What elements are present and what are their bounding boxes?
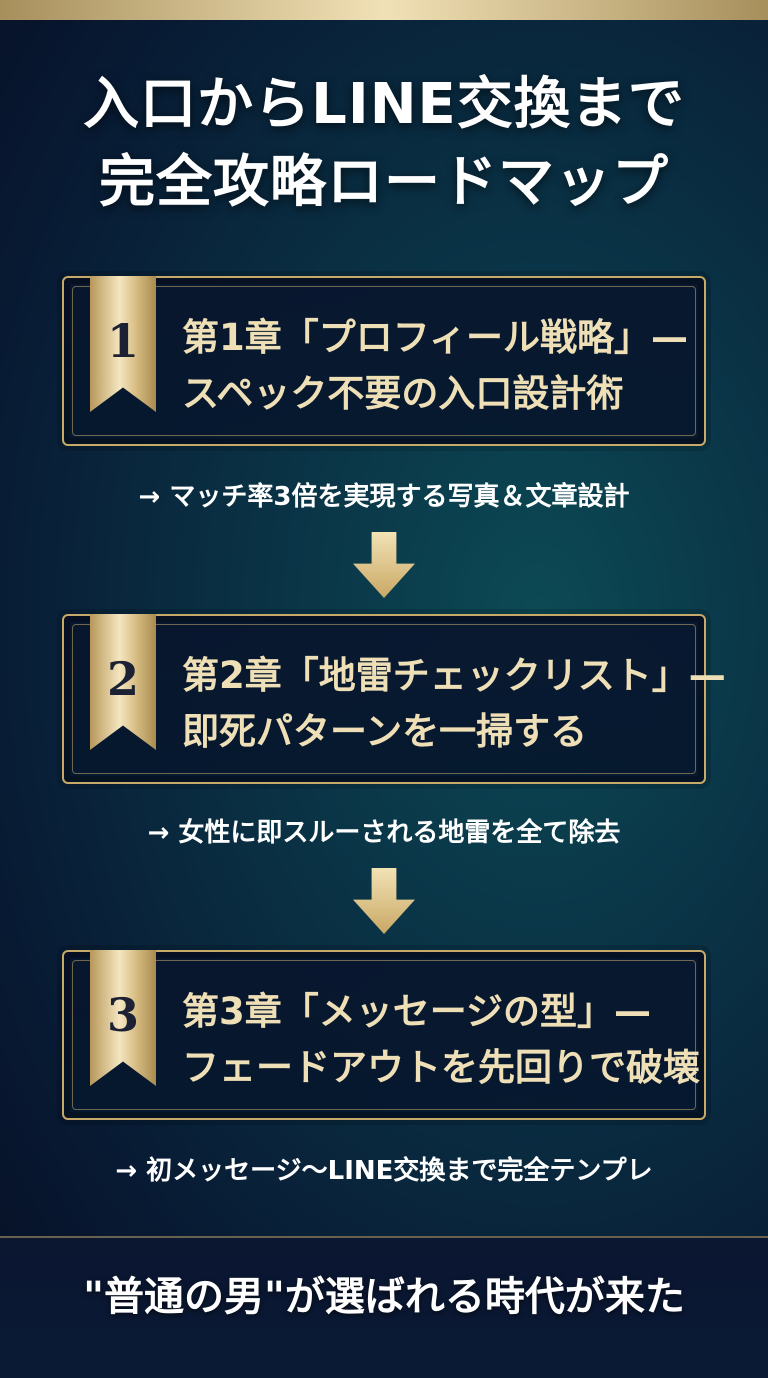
down-arrow-icon	[353, 532, 415, 598]
ribbon-badge-icon: 3	[90, 950, 156, 1086]
ribbon-badge-icon: 1	[90, 276, 156, 412]
chapter-number: 1	[106, 314, 139, 368]
chapter-title-line-1: 第1章「プロフィール戦略」—	[182, 316, 689, 359]
chapter-note-3: → 初メッセージ〜LINE交換まで完全テンプレ	[115, 1156, 653, 1186]
chapter-note-2: → 女性に即スルーされる地雷を全て除去	[147, 818, 621, 848]
ribbon-badge-icon: 2	[90, 614, 156, 750]
chapter-title-line-1: 第3章「メッセージの型」—	[182, 990, 652, 1033]
chapter-card-1: 1 第1章「プロフィール戦略」— スペック不要の入口設計術	[62, 276, 706, 446]
chapter-title-line-2: フェードアウトを先回りで破壊	[182, 1046, 700, 1089]
chapter-title-line-2: 即死パターンを一掃する	[182, 710, 588, 753]
chapter-card-3: 3 第3章「メッセージの型」— フェードアウトを先回りで破壊	[62, 950, 706, 1120]
down-arrow-icon	[353, 868, 415, 934]
title-line-1: 入口からLINE交換まで	[83, 72, 685, 137]
page-title: 入口からLINE交換まで 完全攻略ロードマップ	[0, 66, 768, 222]
chapter-title: 第3章「メッセージの型」— フェードアウトを先回りで破壊	[182, 984, 700, 1096]
chapter-number: 2	[106, 652, 139, 706]
chapter-number: 3	[106, 988, 139, 1042]
top-gold-bar	[0, 0, 768, 20]
chapter-title-line-1: 第2章「地雷チェックリスト」—	[182, 654, 726, 697]
title-line-2: 完全攻略ロードマップ	[99, 150, 669, 215]
chapter-title-line-2: スペック不要の入口設計術	[182, 372, 624, 415]
footer-tagline: "普通の男"が選ばれる時代が来た	[83, 1273, 685, 1320]
chapter-title: 第1章「プロフィール戦略」— スペック不要の入口設計術	[182, 310, 694, 422]
chapter-title: 第2章「地雷チェックリスト」— 即死パターンを一掃する	[182, 648, 726, 760]
chapter-card-2: 2 第2章「地雷チェックリスト」— 即死パターンを一掃する	[62, 614, 726, 784]
chapter-note-1: → マッチ率3倍を実現する写真＆文章設計	[138, 482, 630, 512]
footer-band	[0, 1236, 768, 1378]
